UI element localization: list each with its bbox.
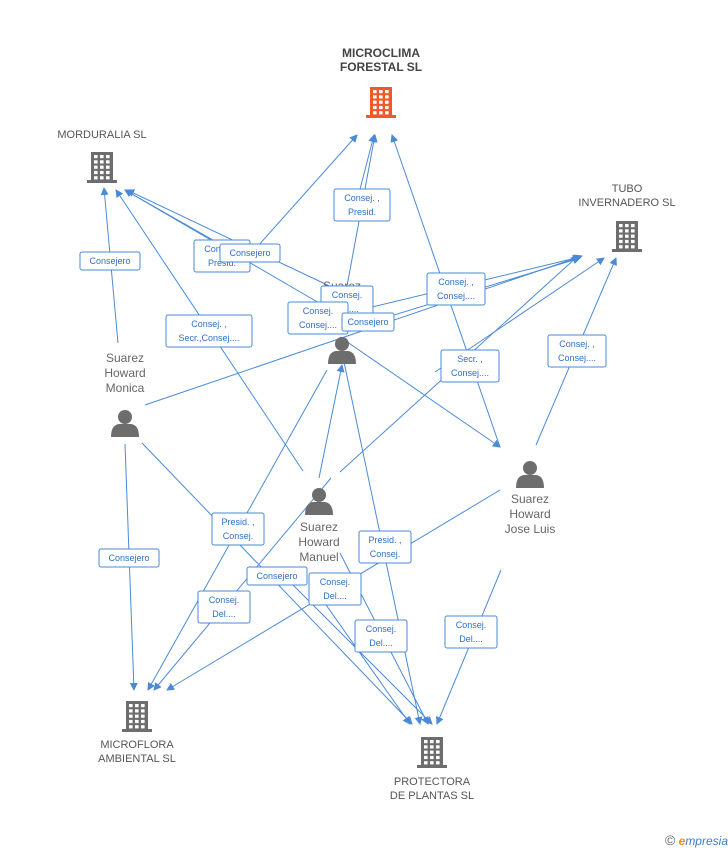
building-icon [122,701,152,732]
relation-tag-text: Presid. [348,207,376,217]
person-label-manuel: Manuel [299,550,338,564]
company-label-microflora: MICROFLORA [100,739,174,751]
relation-tag[interactable]: Consej. Consej.... [287,301,349,335]
person-icon [516,461,544,488]
person-label-joseluis: Jose Luis [505,522,556,536]
building-icon [366,87,396,118]
relation-tag-text: Consej. [223,531,254,541]
relation-tag-text: Consej. , [438,277,474,287]
relation-tag-text: Consej. [320,577,351,587]
relation-tag[interactable]: Presid. , Consej. [211,512,265,546]
company-label-tubo: INVERNADERO SL [578,197,675,209]
company-label-microclima: MICROCLIMA [342,46,420,60]
edge-4 [248,134,358,257]
relation-tag[interactable]: Consejero [219,243,281,263]
edge-23 [290,582,433,725]
company-label-protectora: PROTECTORA [394,776,471,788]
relation-tag[interactable]: Consej. , Secr.,Consej.... [165,314,253,348]
person-label-joseluis: Howard [509,507,550,521]
building-icon [417,737,447,768]
company-label-protectora: DE PLANTAS SL [390,790,474,802]
person-label-joseluis: Suarez [511,492,549,506]
relation-tag-text: Secr. , [457,354,483,364]
relation-tag-text: Consej. [370,549,401,559]
relation-tag[interactable]: Consejero [246,566,308,586]
building-icon [612,221,642,252]
person-label-monica: Suarez [106,351,144,365]
relation-tag-text: Consej. [332,290,363,300]
relation-tag-text: Consejero [256,571,297,581]
edge-5 [357,134,377,198]
relation-tag-text: Del.... [369,638,393,648]
company-label-microflora: AMBIENTAL SL [98,753,176,765]
copyright-symbol: © [664,832,676,848]
relation-tag[interactable]: Consejero [341,312,395,332]
relation-tag[interactable]: Consej. Del.... [308,572,362,606]
relation-tag[interactable]: Consej. , Presid. [333,188,391,222]
relation-tag-text: Consej. [303,306,334,316]
relation-tag[interactable]: Consejero [98,548,160,568]
relation-tag-text: Consej. [366,624,397,634]
edge-21 [339,336,501,448]
relation-tag-text: Consej.... [437,291,475,301]
edge-17 [153,477,332,691]
relation-tag-text: Consejero [229,248,270,258]
relation-tag[interactable]: Presid. , Consej. [358,530,412,564]
relation-tag-text: Presid. , [368,535,401,545]
relation-tag-text: Consejero [89,256,130,266]
relation-tag-text: Del.... [459,634,483,644]
person-icon [328,337,356,364]
relation-tag-text: Consej. , [559,339,595,349]
relation-tag-text: Consej. , [344,193,380,203]
relation-tag[interactable]: Consej. Del.... [444,615,498,649]
person-icon [111,410,139,437]
company-label-morduralia: MORDURALIA SL [57,129,146,141]
building-icon [87,152,117,183]
relation-tag[interactable]: Secr. , Consej.... [440,349,500,383]
relation-tag[interactable]: Consej. Del.... [354,619,408,653]
person-label-manuel: Howard [298,535,339,549]
edge-22 [318,364,345,479]
relation-tag-text: Del.... [212,609,236,619]
relation-tag-text: Consej.... [451,368,489,378]
relation-tag-text: Presid. , [221,517,254,527]
relation-tag-text: Consej.... [558,353,596,363]
brand-name: mpresia [685,834,728,848]
relation-tag-text: Del.... [323,591,347,601]
footer-brand: © empresia [665,832,728,848]
person-label-monica: Monica [106,381,145,395]
company-label-microclima: FOREST​AL SL [340,60,422,74]
relation-tag[interactable]: Consej. Del.... [197,590,251,624]
edge-24 [311,584,411,725]
relation-tag-text: Consejero [108,553,149,563]
relation-tag[interactable]: Consej. , Consej.... [547,334,607,368]
relation-tag[interactable]: Consej. , Consej.... [426,272,486,306]
relation-tag-text: Secr.,Consej.... [178,333,239,343]
relation-tag-text: Consej. , [191,319,227,329]
relation-tag[interactable]: Consejero [79,251,141,271]
company-label-tubo: TUBO [612,183,643,195]
relation-tag-text: Presid. [208,258,236,268]
brand-logo-e: e [678,834,686,848]
person-label-manuel: Suarez [300,520,338,534]
person-icon [305,488,333,515]
relation-tag-text: Consej. [209,595,240,605]
relation-tag-text: Consej.... [299,320,337,330]
relation-tag-text: Consejero [347,317,388,327]
relation-tag-text: Consej. [456,620,487,630]
person-label-monica: Howard [104,366,145,380]
